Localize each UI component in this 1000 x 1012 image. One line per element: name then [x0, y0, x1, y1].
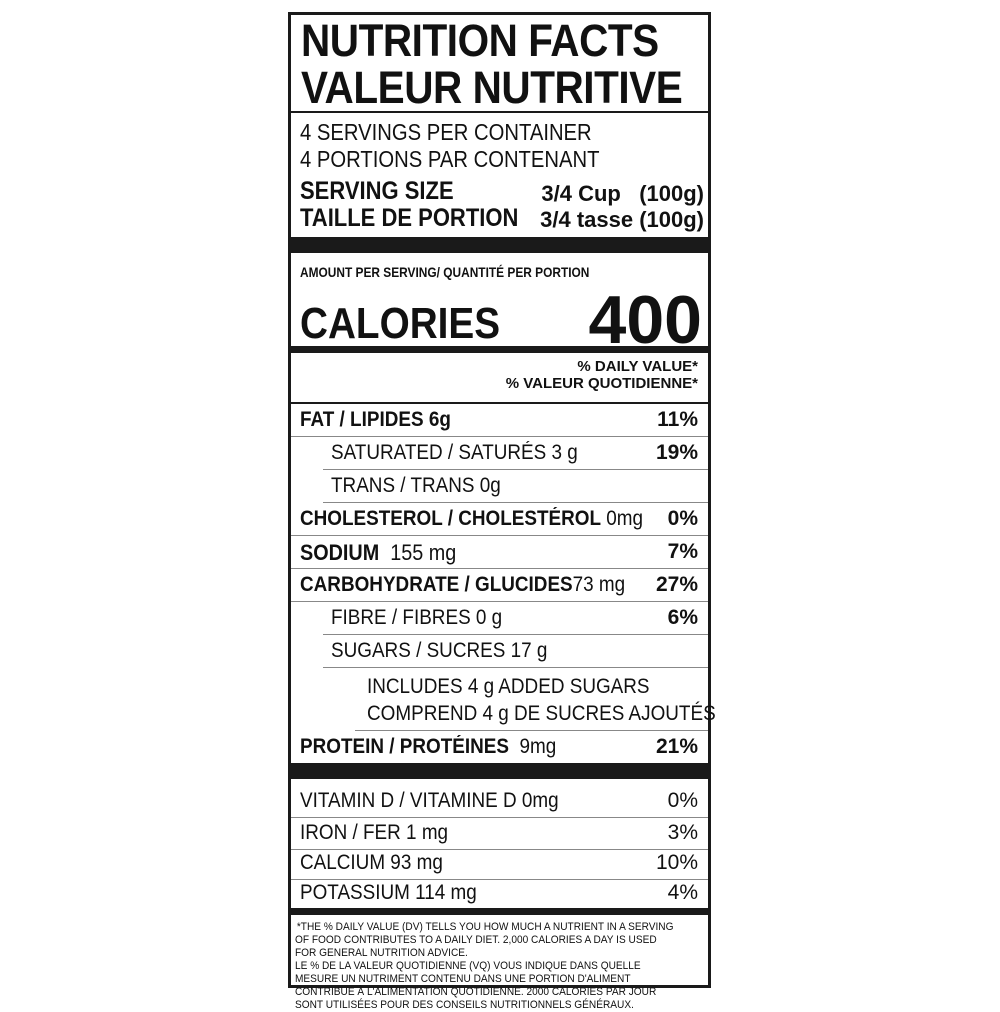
sodium-percent: 7% — [667, 540, 698, 563]
sugars-label: SUGARS / SUCRES 17 g — [331, 639, 548, 662]
vitamin-d-percent: 0% — [667, 789, 698, 812]
nutrient-row-fibre: FIBRE / FIBRES 0 g 6% — [323, 602, 708, 635]
daily-value-header: % DAILY VALUE* % VALEUR QUOTIDIENNE* — [506, 358, 698, 392]
carbohydrate-amount: 73 mg — [572, 573, 626, 596]
amount-per-serving: AMOUNT PER SERVING/ QUANTITÉ PER PORTION — [300, 264, 590, 280]
nutrient-row-fat: FAT / LIPIDES 6g 11% — [291, 404, 708, 437]
added-sugars-french: COMPREND 4 g DE SUCRES AJOUTÉS — [367, 702, 716, 725]
vitamin-row-calcium: CALCIUM 93 mg 10% — [291, 847, 708, 880]
divider-calories — [291, 346, 708, 353]
serving-size-value: 3/4 Cup (100g) 3/4 tasse (100g) — [540, 181, 704, 233]
protein-amount: 9mg — [519, 735, 557, 758]
divider-footnote — [291, 908, 708, 915]
cholesterol-amount: 0mg — [606, 507, 644, 530]
serving-size-label-english: SERVING SIZE — [300, 177, 454, 205]
servings-per-container: 4 SERVINGS PER CONTAINER 4 PORTIONS PAR … — [300, 119, 600, 173]
protein-label: PROTEIN / PROTÉINES — [300, 735, 509, 758]
fat-percent: 11% — [657, 408, 698, 431]
divider-title — [291, 111, 708, 113]
serving-size-label-french: TAILLE DE PORTION — [300, 204, 519, 232]
potassium-label: POTASSIUM 114 mg — [300, 881, 477, 904]
calories-value: 400 — [588, 282, 702, 358]
cholesterol-label: CHOLESTEROL / CHOLESTÉROL — [300, 507, 602, 530]
nutrient-row-protein: PROTEIN / PROTÉINES 9mg 21% — [291, 731, 708, 763]
iron-percent: 3% — [667, 821, 698, 844]
nutrient-row-trans: TRANS / TRANS 0g — [323, 470, 708, 503]
vitamin-d-label: VITAMIN D / VITAMINE D 0mg — [300, 789, 559, 812]
divider-daily-value — [291, 402, 708, 404]
saturated-percent: 19% — [655, 441, 698, 464]
title-french: VALEUR NUTRITIVE — [301, 62, 683, 113]
daily-value-french: % VALEUR QUOTIDIENNE* — [505, 375, 698, 392]
nutrient-row-cholesterol: CHOLESTEROL / CHOLESTÉROL 0mg 0% — [291, 503, 708, 536]
trans-label: TRANS / TRANS 0g — [331, 474, 501, 497]
fat-label: FAT / LIPIDES — [300, 408, 424, 431]
nutrition-facts-label: NUTRITION FACTS VALEUR NUTRITIVE 4 SERVI… — [288, 12, 716, 1011]
fibre-percent: 6% — [667, 606, 698, 629]
footnote-french: LE % DE LA VALEUR QUOTIDIENNE (VQ) VOUS … — [295, 960, 657, 1011]
sodium-label: SODIUM — [300, 540, 380, 565]
vitamin-row-vitamin-d: VITAMIN D / VITAMINE D 0mg 0% — [291, 785, 708, 818]
footnote-english: *THE % DAILY VALUE (DV) TELLS YOU HOW MU… — [295, 921, 674, 959]
serving-size-value-english: 3/4 Cup (100g) — [541, 181, 704, 206]
divider-thick-serving — [291, 237, 708, 253]
added-sugars-english: INCLUDES 4 g ADDED SUGARS — [367, 675, 650, 698]
protein-percent: 21% — [655, 735, 698, 758]
serving-size-label: SERVING SIZE TAILLE DE PORTION — [300, 178, 518, 232]
nutrient-row-carbohydrate: CARBOHYDRATE / GLUCIDES73 mg 27% — [291, 569, 708, 602]
label-title: NUTRITION FACTS VALEUR NUTRITIVE — [301, 15, 683, 113]
calcium-percent: 10% — [655, 851, 698, 874]
calcium-label: CALCIUM 93 mg — [300, 851, 443, 874]
saturated-label: SATURATED / SATURÉS 3 g — [331, 441, 578, 464]
servings-english: 4 SERVINGS PER CONTAINER — [300, 119, 592, 145]
servings-french: 4 PORTIONS PAR CONTENANT — [300, 146, 600, 172]
title-english: NUTRITION FACTS — [301, 15, 659, 66]
calories-label: CALORIES — [300, 299, 501, 348]
vitamin-row-iron: IRON / FER 1 mg 3% — [291, 817, 708, 850]
nutrient-row-sugars: SUGARS / SUCRES 17 g — [323, 635, 708, 668]
nutrient-row-added-sugars: INCLUDES 4 g ADDED SUGARS COMPREND 4 g D… — [355, 668, 716, 731]
carbohydrate-label: CARBOHYDRATE / GLUCIDES — [300, 573, 573, 596]
added-sugars-label: INCLUDES 4 g ADDED SUGARS COMPREND 4 g D… — [367, 673, 716, 727]
carbohydrate-percent: 27% — [655, 573, 698, 596]
iron-label: IRON / FER 1 mg — [300, 821, 449, 844]
serving-size-value-french: 3/4 tasse (100g) — [540, 207, 704, 232]
footnote: *THE % DAILY VALUE (DV) TELLS YOU HOW MU… — [295, 921, 680, 1012]
vitamin-row-potassium: POTASSIUM 114 mg 4% — [291, 877, 708, 909]
fibre-label: FIBRE / FIBRES 0 g — [331, 606, 503, 629]
nutrient-row-saturated: SATURATED / SATURÉS 3 g 19% — [323, 437, 708, 470]
daily-value-english: % DAILY VALUE* — [577, 358, 698, 375]
potassium-percent: 4% — [667, 881, 698, 904]
divider-thick-protein — [291, 763, 708, 779]
cholesterol-percent: 0% — [667, 507, 698, 530]
sodium-amount: 155 mg — [390, 540, 457, 565]
nutrient-row-sodium: SODIUM 155 mg 7% — [291, 536, 708, 569]
fat-amount: 6g — [428, 408, 451, 431]
